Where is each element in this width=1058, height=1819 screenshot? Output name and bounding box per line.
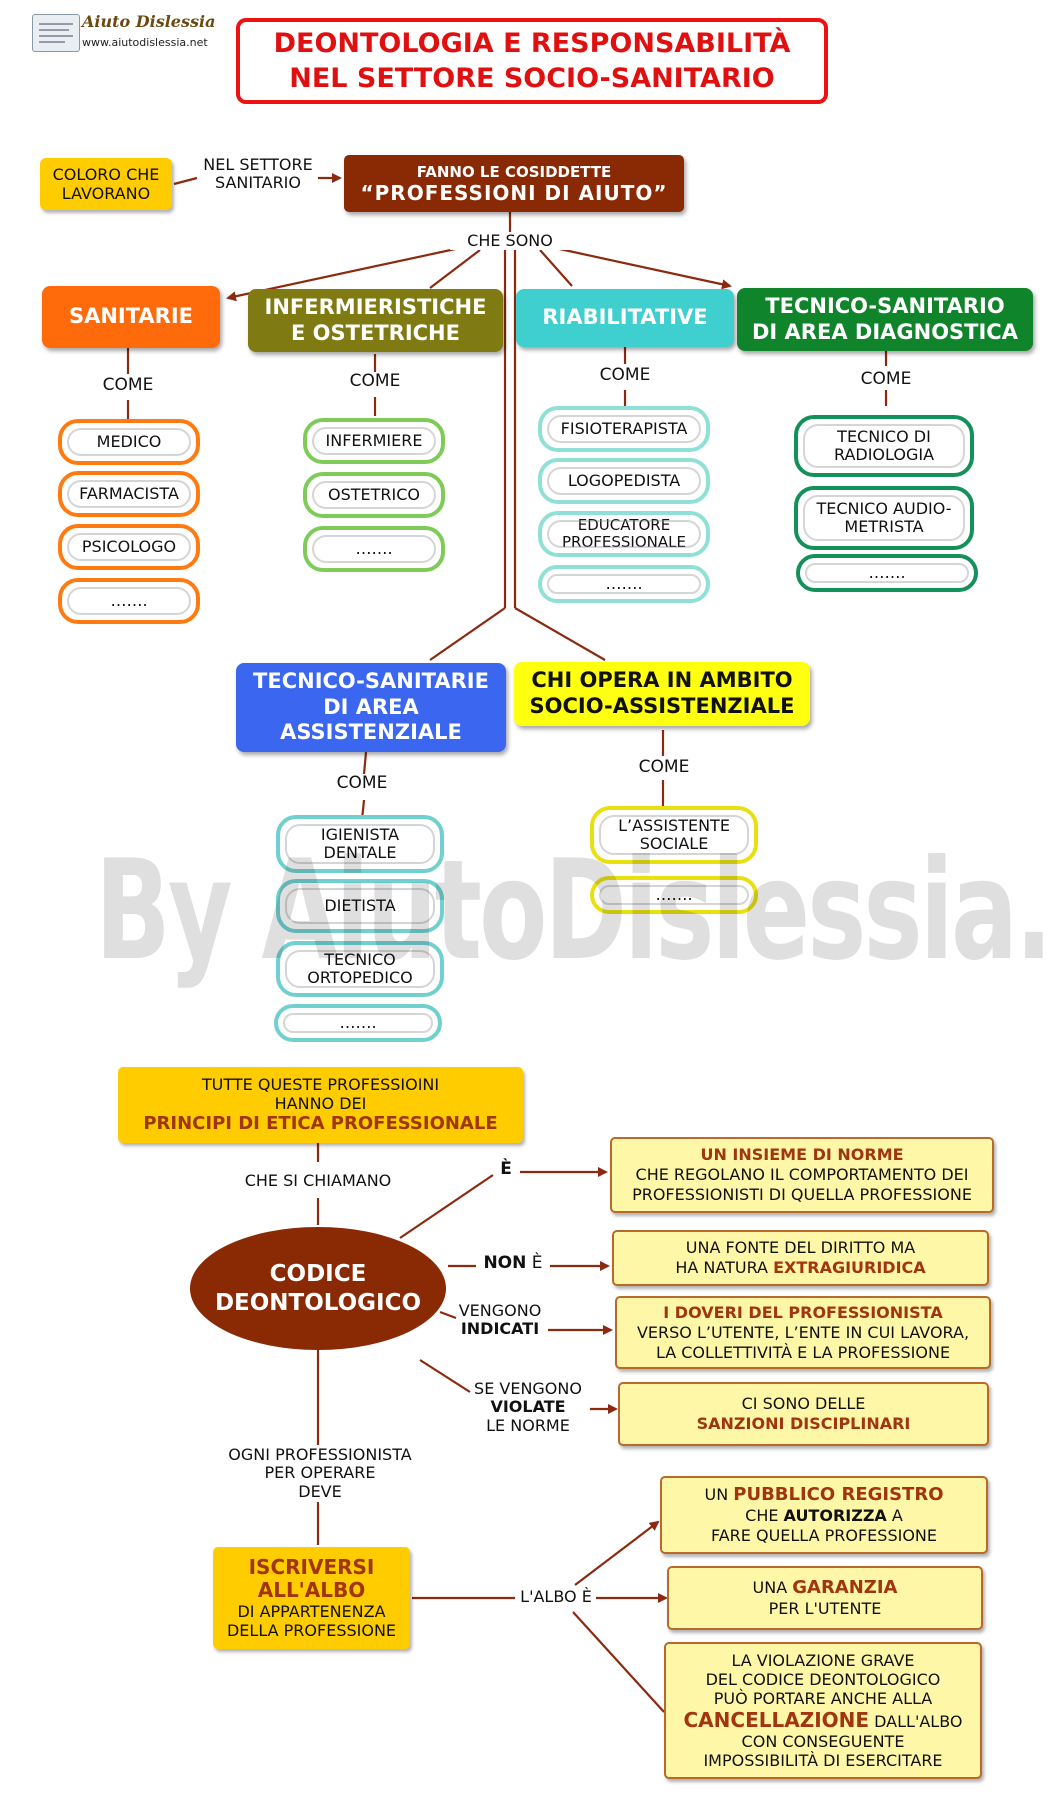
come-label-riabilitative: COME [585, 365, 665, 386]
box-violazione: LA VIOLAZIONE GRAVE DEL CODICE DEONTOLOG… [664, 1642, 982, 1779]
list-item: MEDICO [58, 419, 200, 465]
title-line-2: NEL SETTORE SOCIO-SANITARIO [289, 63, 775, 94]
list-item: ……. [58, 578, 200, 624]
box-fonte-diritto: UNA FONTE DEL DIRITTO MA HA NATURA EXTRA… [612, 1230, 989, 1286]
logo-name: Aiuto Dislessia [82, 12, 216, 31]
page-title: DEONTOLOGIA E RESPONSABILITÀ NEL SETTORE… [236, 18, 828, 104]
list-item: DIETISTA [276, 879, 444, 933]
che-si-chiamano-label: CHE SI CHIAMANO [228, 1171, 408, 1191]
label-e: È [500, 1159, 512, 1179]
list-item: ……. [274, 1004, 442, 1042]
box-garanzia: UNA GARANZIA PER L'UTENTE [667, 1566, 983, 1630]
che-sono-label: CHE SONO [450, 231, 570, 251]
category-riabilitative: RIABILITATIVE [516, 289, 734, 347]
list-item: EDUCATORE PROFESSIONALE [538, 511, 710, 557]
who-box: COLORO CHE LAVORANO [40, 158, 172, 210]
list-item: L’ASSISTENTE SOCIALE [590, 806, 758, 864]
come-label-socio: COME [624, 757, 704, 778]
logo-book-icon [32, 14, 80, 52]
list-item: INFERMIERE [303, 418, 445, 464]
label-albo-e: L'ALBO È [516, 1587, 596, 1607]
list-item: FISIOTERAPISTA [538, 406, 710, 452]
list-item: LOGOPEDISTA [538, 458, 710, 504]
list-item: FARMACISTA [58, 471, 200, 517]
ethics-box: TUTTE QUESTE PROFESSIOINI HANNO DEI PRIN… [118, 1067, 523, 1143]
list-item: TECNICO AUDIO-METRISTA [794, 486, 974, 550]
list-item: ……. [796, 554, 978, 592]
box-pubblico-registro: UN PUBBLICO REGISTRO CHE AUTORIZZA A FAR… [660, 1476, 988, 1554]
list-item: PSICOLOGO [58, 524, 200, 570]
logo[interactable]: Aiuto Dislessia www.aiutodislessia.net [30, 12, 216, 54]
come-label-assistenziale: COME [322, 773, 402, 794]
list-item: TECNICO DI RADIOLOGIA [794, 415, 974, 477]
list-item: OSTETRICO [303, 472, 445, 518]
watermark: By AiutoDislessia.net [95, 830, 1058, 991]
list-item: IGIENISTA DENTALE [276, 815, 444, 873]
category-sanitarie: SANITARIE [42, 286, 220, 348]
label-non-e: NON È [476, 1253, 550, 1274]
professions-box: FANNO LE COSIDDETTE “PROFESSIONI DI AIUT… [344, 155, 684, 212]
list-item: TECNICO ORTOPEDICO [276, 941, 444, 997]
list-item: ……. [303, 526, 445, 572]
list-item: ……. [590, 876, 758, 914]
come-label-diagnostica: COME [846, 369, 926, 390]
albo-box: ISCRIVERSI ALL'ALBO DI APPARTENENZA DELL… [213, 1547, 410, 1649]
title-line-1: DEONTOLOGIA E RESPONSABILITÀ [273, 27, 791, 59]
list-item: ……. [538, 565, 710, 603]
logo-url: www.aiutodislessia.net [82, 36, 208, 49]
come-label-infermieristiche: COME [335, 371, 415, 392]
come-label-sanitarie: COME [88, 375, 168, 396]
